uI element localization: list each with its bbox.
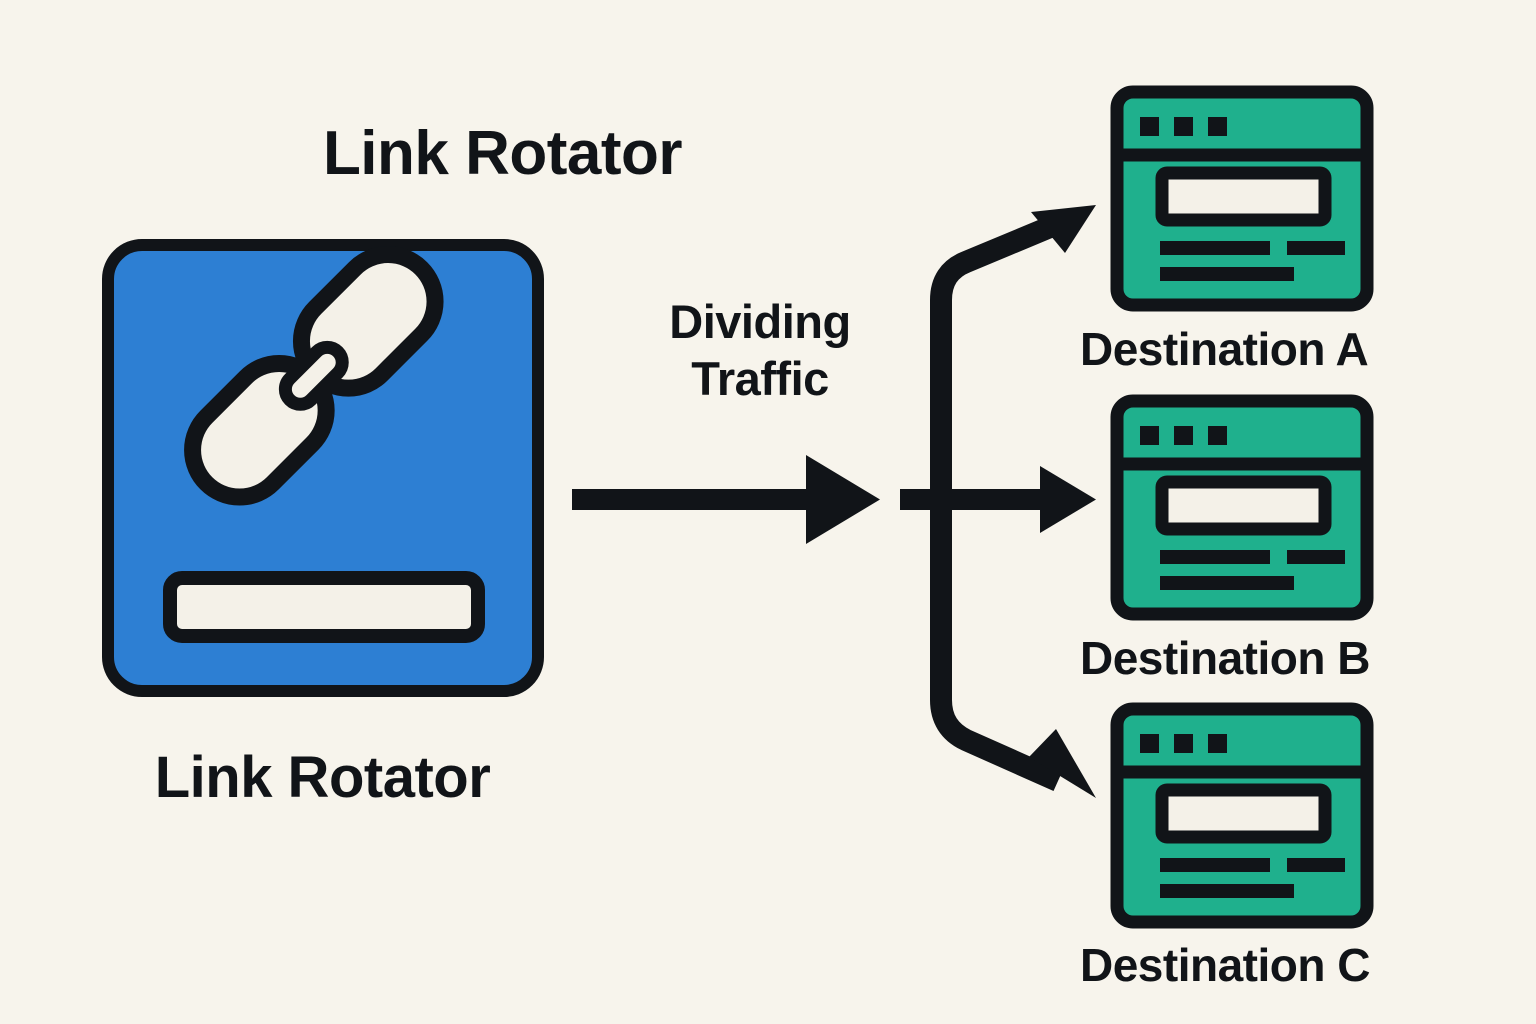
window-hero-box — [1155, 475, 1332, 536]
window-text-bar — [1160, 576, 1294, 590]
window-text-bar — [1287, 241, 1345, 255]
link-rotator-caption: Link Rotator — [154, 745, 491, 810]
window-text-bar — [1287, 550, 1345, 564]
window-hero-box — [1155, 783, 1332, 844]
main-flow-arrow — [572, 455, 880, 544]
window-hero-box — [1155, 166, 1332, 227]
branch-arrowheads — [1029, 205, 1096, 798]
window-dot — [1208, 734, 1227, 753]
card-input-bar[interactable] — [163, 571, 485, 643]
link-rotator-card[interactable] — [102, 235, 544, 697]
window-text-bar — [1160, 550, 1270, 564]
window-text-bar — [1160, 858, 1270, 872]
arrowhead-destination-c — [1029, 729, 1096, 798]
arrowhead-destination-a — [1031, 205, 1096, 253]
dividing-traffic-line2: Traffic — [691, 352, 829, 406]
arrowhead-destination-b — [1040, 466, 1096, 533]
window-text-bar — [1287, 858, 1345, 872]
window-dot — [1140, 734, 1159, 753]
diagram-title: Link Rotator — [322, 119, 683, 188]
window-dot — [1140, 426, 1159, 445]
destination-c-caption: Destination C — [1080, 939, 1370, 991]
window-dot — [1174, 426, 1193, 445]
chain-link-icon — [184, 246, 444, 506]
window-dot — [1208, 117, 1227, 136]
destination-b-caption: Destination B — [1080, 632, 1370, 684]
window-text-bar — [1160, 884, 1294, 898]
window-dot — [1140, 117, 1159, 136]
dividing-traffic-line1: Dividing — [669, 295, 851, 348]
destination-window-a[interactable] — [1110, 85, 1374, 312]
window-dot — [1174, 734, 1193, 753]
window-dot — [1208, 426, 1227, 445]
window-text-bar — [1160, 241, 1270, 255]
destination-window-b[interactable] — [1110, 394, 1374, 621]
window-dot — [1174, 117, 1193, 136]
window-text-bar — [1160, 267, 1294, 281]
destination-a-caption: Destination A — [1080, 323, 1369, 375]
destination-window-c[interactable] — [1110, 702, 1374, 929]
traffic-splitter — [900, 211, 1067, 792]
